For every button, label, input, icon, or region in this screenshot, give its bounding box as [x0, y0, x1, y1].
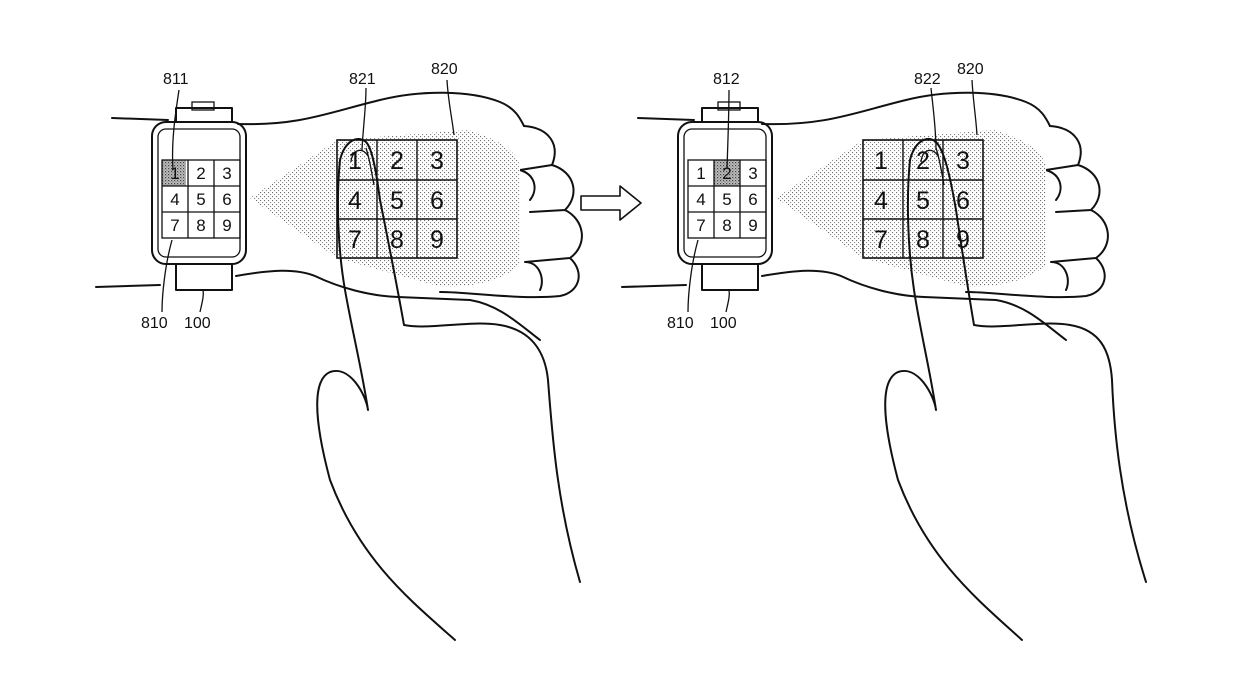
watch-case — [677, 121, 773, 265]
watch-key-1[interactable]: 1 — [696, 164, 705, 183]
projected-key-4[interactable]: 4 — [874, 187, 888, 215]
watch-keypad-grid — [161, 159, 241, 239]
right-arrow-icon — [580, 185, 642, 221]
leader-822 — [930, 87, 937, 151]
projected-key-7[interactable]: 7 — [348, 226, 362, 254]
leader-100 — [199, 289, 204, 313]
arm-outline-bottom — [621, 269, 1067, 341]
projected-key-9[interactable]: 9 — [430, 226, 444, 254]
watch-key-8[interactable]: 8 — [722, 216, 731, 235]
projected-key-2[interactable]: 2 — [390, 147, 404, 175]
label-100: 100 — [184, 315, 211, 332]
label-820: 820 — [957, 61, 984, 78]
watch-strap-bottom — [175, 263, 233, 291]
watch-key-7[interactable]: 7 — [170, 216, 179, 235]
label-810: 810 — [141, 315, 168, 332]
watch-key-8[interactable]: 8 — [196, 216, 205, 235]
leader-820 — [971, 79, 978, 136]
watch-strap-bottom — [701, 263, 759, 291]
watch-key-3[interactable]: 3 — [222, 164, 231, 183]
projected-key-1[interactable]: 1 — [874, 147, 888, 175]
label-811: 811 — [163, 71, 189, 88]
label-820: 820 — [431, 61, 458, 78]
touching-hand — [316, 138, 581, 641]
label-822: 822 — [914, 71, 941, 88]
fingernail — [920, 149, 939, 163]
right-panel: 1 2 3 4 5 6 7 8 9 1 2 3 4 5 6 7 8 9 — [621, 61, 1147, 641]
finger-crease — [365, 147, 375, 186]
watch-key-4[interactable]: 4 — [170, 190, 179, 209]
left-panel: 1 2 3 4 5 6 7 8 9 1 2 3 4 5 6 7 8 9 — [95, 61, 583, 641]
arm-outline-top — [637, 91, 1051, 127]
watch-key-1[interactable]: 1 — [170, 164, 179, 183]
watch-key-2[interactable]: 2 — [196, 164, 205, 183]
leader-100 — [725, 289, 730, 313]
projected-key-5[interactable]: 5 — [916, 187, 930, 215]
watch-key-6[interactable]: 6 — [748, 190, 757, 209]
watch-highlight-cell — [162, 160, 186, 186]
watch-button-icon — [191, 101, 215, 111]
label-812: 812 — [713, 71, 740, 88]
projected-key-6[interactable]: 6 — [956, 187, 970, 215]
watch-device: 1 2 3 4 5 6 7 8 9 — [151, 101, 247, 291]
fingernail — [350, 149, 369, 163]
label-821: 821 — [349, 71, 376, 88]
projected-key-5[interactable]: 5 — [390, 187, 404, 215]
touching-hand — [884, 138, 1147, 641]
projected-key-4[interactable]: 4 — [348, 187, 362, 215]
watch-case — [151, 121, 247, 265]
leader-812 — [726, 89, 730, 169]
leader-811 — [171, 89, 180, 171]
watch-key-9[interactable]: 9 — [222, 216, 231, 235]
fist-knuckles — [439, 125, 583, 299]
label-810: 810 — [667, 315, 694, 332]
fist-knuckles — [965, 125, 1109, 299]
projected-key-6[interactable]: 6 — [430, 187, 444, 215]
projected-key-1[interactable]: 1 — [348, 147, 362, 175]
projected-key-3[interactable]: 3 — [430, 147, 444, 175]
watch-key-3[interactable]: 3 — [748, 164, 757, 183]
projected-key-7[interactable]: 7 — [874, 226, 888, 254]
watch-key-5[interactable]: 5 — [196, 190, 205, 209]
arm-outline-bottom — [95, 269, 541, 341]
projected-key-8[interactable]: 8 — [916, 226, 930, 254]
watch-key-4[interactable]: 4 — [696, 190, 705, 209]
watch-key-6[interactable]: 6 — [222, 190, 231, 209]
projected-key-8[interactable]: 8 — [390, 226, 404, 254]
watch-key-2[interactable]: 2 — [722, 164, 731, 183]
watch-key-5[interactable]: 5 — [722, 190, 731, 209]
projected-key-2[interactable]: 2 — [916, 147, 930, 175]
watch-device: 1 2 3 4 5 6 7 8 9 — [677, 101, 773, 291]
leader-810 — [161, 239, 173, 313]
label-100: 100 — [710, 315, 737, 332]
watch-key-9[interactable]: 9 — [748, 216, 757, 235]
projected-keypad — [336, 139, 458, 259]
arm-outline-top — [111, 91, 525, 127]
watch-key-7[interactable]: 7 — [696, 216, 705, 235]
projected-key-3[interactable]: 3 — [956, 147, 970, 175]
finger-crease — [935, 147, 945, 186]
watch-strap-top — [701, 107, 759, 123]
leader-821 — [361, 87, 367, 151]
leader-810 — [687, 239, 699, 313]
projected-keypad — [862, 139, 984, 259]
leader-820 — [446, 79, 455, 136]
